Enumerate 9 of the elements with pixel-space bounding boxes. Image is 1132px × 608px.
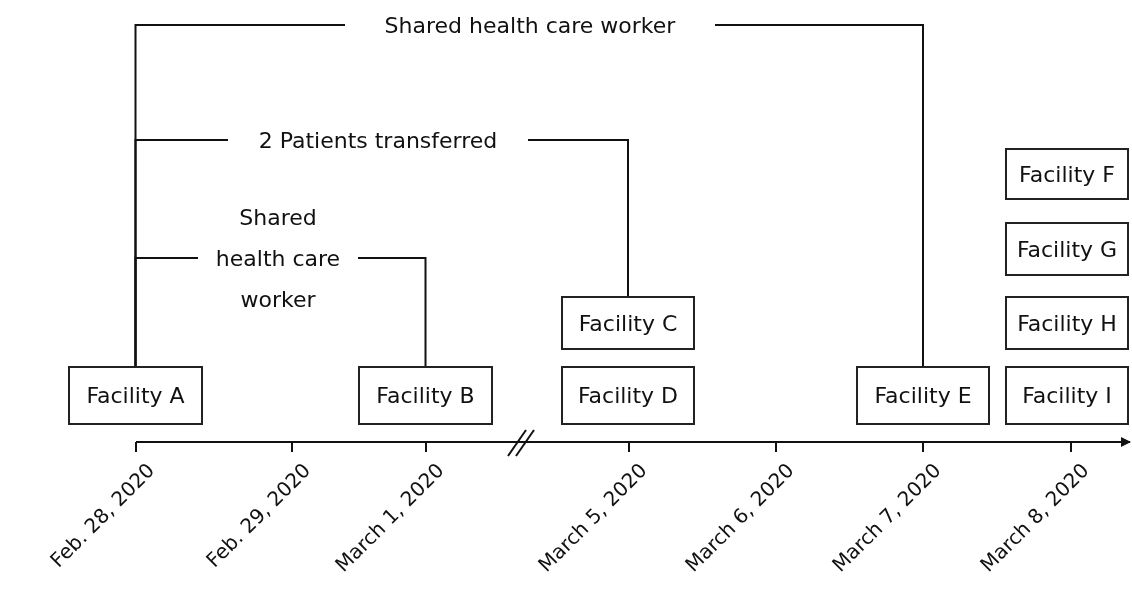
facility-box: Facility B xyxy=(358,366,493,425)
facility-box: Facility G xyxy=(1005,222,1129,276)
facility-box: Facility C xyxy=(561,296,695,350)
facility-box: Facility I xyxy=(1005,366,1129,425)
facility-box: Facility E xyxy=(856,366,990,425)
facility-box: Facility D xyxy=(561,366,695,425)
facility-box: Facility H xyxy=(1005,296,1129,350)
facility-box: Facility A xyxy=(68,366,203,425)
facility-box: Facility F xyxy=(1005,148,1129,200)
